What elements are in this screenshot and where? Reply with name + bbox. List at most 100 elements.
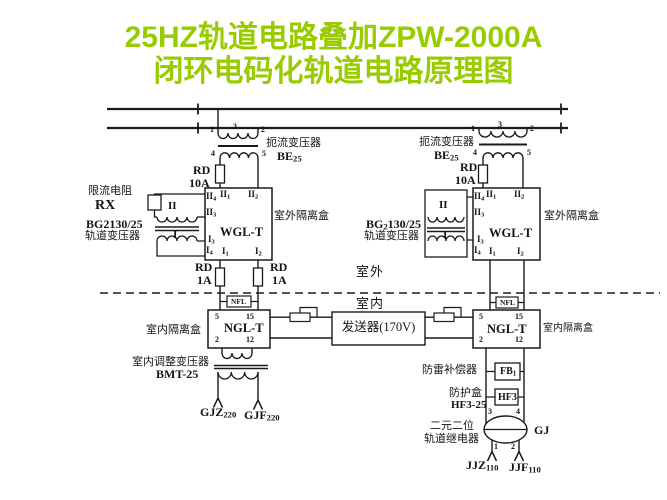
right-wgl-terminal-i3: I3: [477, 234, 484, 246]
gj-name-line1: 二元二位: [430, 420, 474, 432]
transmitter-label: 发送器(170V): [341, 320, 416, 334]
left-fuse10-rating: 10A: [189, 176, 210, 190]
left-choke-terminal-4: 4: [211, 149, 215, 158]
right-choke-name: 扼流变压器: [419, 136, 474, 148]
bmt-model: BMT-25: [156, 367, 199, 381]
jjz-terminal: JJZ110: [466, 458, 499, 473]
left-fuse1a-left-rating: 1A: [197, 273, 212, 287]
indoor-zone-label: 室内: [356, 296, 385, 311]
gj-terminal-3: 3: [488, 407, 492, 416]
page-title: 25HZ轨道电路叠加ZPW-2000A 闭环电码化轨道电路原理图: [0, 21, 667, 89]
right-wgl-terminal-i2: I2: [517, 246, 524, 258]
right-ngl-terminal-12: 12: [515, 335, 523, 344]
left-choke-transformer: [214, 109, 259, 188]
left-bg-name: 轨道变压器: [85, 230, 140, 242]
transmitter-box: [331, 311, 426, 346]
jjf-terminal: JJF110: [509, 460, 541, 475]
gjz-terminal: GJZ220: [200, 405, 237, 420]
left-bg-model: BG2130/25: [86, 217, 143, 231]
gjf-terminal: GJF220: [244, 408, 280, 423]
left-wgl-caption: 室外隔离盒: [274, 210, 329, 222]
left-choke-name: 扼流变压器: [266, 137, 321, 149]
right-fuse10-rating: 10A: [455, 173, 476, 187]
fb1-box: [494, 362, 521, 381]
gj-terminal-1: 1: [494, 442, 498, 451]
rx-resistor: [147, 194, 162, 211]
fb-label: FB1: [500, 366, 517, 378]
hf-label: HF3: [498, 392, 517, 403]
left-choke-model: BE25: [277, 149, 302, 164]
left-wgl-terminal-ii2: II2: [248, 189, 259, 201]
left-ngl-box: [207, 309, 271, 349]
right-track-transformer: [424, 189, 473, 258]
fb-name: 防雷补偿器: [422, 364, 477, 376]
left-choke-terminal-1: 1: [210, 125, 214, 134]
fuse-rd10a-left: [214, 164, 226, 184]
gj-terminal-2: 2: [511, 442, 515, 451]
right-choke-terminal-2: 2: [530, 124, 534, 133]
left-ngl-terminal-15: 15: [246, 312, 254, 321]
right-ngl-box: [472, 309, 541, 349]
left-fuse1a-right-rating: 1A: [272, 273, 287, 287]
left-wgl-terminal-i2: I2: [255, 246, 262, 258]
title-line-1: 25HZ轨道电路叠加ZPW-2000A: [124, 21, 543, 54]
left-ngl-terminal-5: 5: [215, 312, 219, 321]
left-indoor-chain: [214, 260, 264, 310]
right-wgl-terminal-i4: I4: [474, 245, 481, 257]
right-nfl-label: NFL: [500, 298, 515, 307]
left-nfl-box: [226, 295, 252, 308]
gj-label: GJ: [534, 423, 550, 437]
left-wgl-terminal-ii1: II1: [220, 189, 231, 201]
right-winding-1: I: [443, 229, 448, 241]
jjf-arrow: [513, 449, 525, 462]
right-ngl-caption: 室内隔离盒: [543, 323, 593, 334]
right-bg-name: 轨道变压器: [364, 230, 419, 242]
left-wgl-terminal-i4: I4: [206, 245, 213, 257]
right-choke-terminal-4: 4: [473, 148, 477, 157]
relay-chain: [483, 348, 528, 462]
title-line-2: 闭环电码化轨道电路原理图: [153, 55, 514, 88]
left-wgl-terminal-i1: I1: [222, 246, 229, 258]
line-resistor-right: [433, 312, 455, 323]
right-choke-terminal-1: 1: [471, 124, 475, 133]
left-fuse1a-left-label: RD: [195, 260, 213, 274]
left-winding-2: II: [168, 200, 177, 212]
right-wgl-caption: 室外隔离盒: [544, 210, 599, 222]
left-ngl-terminal-12: 12: [246, 335, 254, 344]
right-choke-terminal-5: 5: [527, 148, 531, 157]
bmt-name: 室内调整变压器: [132, 356, 209, 368]
left-fuse10-label: RD: [193, 163, 211, 177]
right-wgl-terminal-ii1: II1: [486, 189, 497, 201]
right-indoor-chain: [489, 260, 525, 310]
right-bg-model: BG2130/25: [366, 217, 421, 232]
left-nfl-label: NFL: [231, 297, 246, 306]
left-winding-1: I: [173, 229, 178, 241]
fuse-rd1a-left: [214, 267, 226, 287]
jjz-arrow: [486, 449, 498, 462]
right-ngl-label: NGL-T: [487, 322, 527, 336]
left-wgl-box: [204, 187, 273, 261]
hf3-box: [494, 388, 519, 406]
gj-terminal-4: 4: [516, 407, 520, 416]
right-choke-model: BE25: [434, 148, 459, 163]
gj-name-line2: 轨道继电器: [424, 433, 479, 445]
right-choke-terminal-3: 3: [498, 120, 502, 129]
right-wgl-terminal-ii4: II4: [474, 191, 485, 203]
right-choke-transformer: [477, 128, 528, 188]
fuse-rd1a-right: [252, 267, 264, 287]
right-wgl-label: WGL-T: [489, 226, 533, 240]
right-ngl-terminal-2: 2: [479, 335, 483, 344]
right-ngl-terminal-5: 5: [479, 312, 483, 321]
gjz-arrow: [212, 396, 224, 408]
right-winding-2: II: [439, 199, 448, 211]
right-fuse10-label: RD: [460, 160, 478, 174]
left-choke-terminal-3: 3: [233, 122, 237, 131]
insulated-joint-marks: [197, 103, 562, 134]
left-ngl-label: NGL-T: [224, 321, 264, 335]
hf-model: HF3-25: [451, 399, 487, 411]
right-wgl-terminal-i1: I1: [489, 246, 496, 258]
line-resistor-left: [289, 312, 311, 323]
left-wgl-terminal-i3: I3: [208, 234, 215, 246]
left-fuse1a-right-label: RD: [270, 260, 288, 274]
